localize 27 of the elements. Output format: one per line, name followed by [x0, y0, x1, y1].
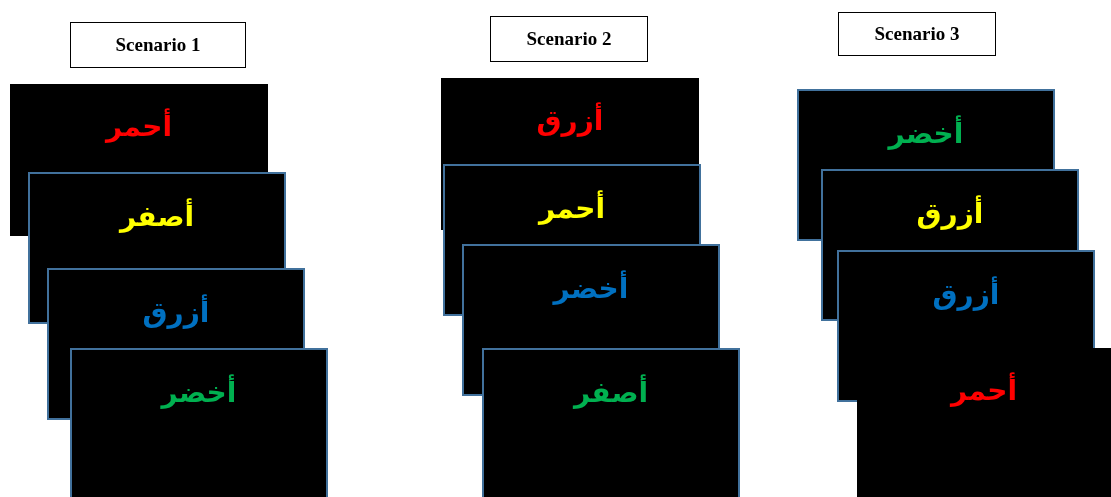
scenario-label: Scenario 2	[490, 16, 648, 62]
color-word: أخضر	[159, 376, 238, 409]
color-word: أزرق	[915, 197, 985, 230]
color-word: أصفر	[117, 200, 196, 233]
color-word: أزرق	[931, 278, 1001, 311]
color-word: أحمر	[536, 192, 606, 225]
color-word: أخضر	[886, 117, 965, 150]
color-word: أحمر	[103, 110, 173, 143]
stimulus-card	[28, 172, 286, 268]
color-word: أزرق	[535, 104, 605, 137]
stimulus-card	[443, 164, 701, 244]
scenario-label: Scenario 3	[838, 12, 996, 56]
color-word: أصفر	[571, 376, 650, 409]
stimulus-card	[821, 169, 1079, 250]
stimulus-card	[47, 268, 305, 348]
stimulus-card	[857, 348, 1111, 497]
stimulus-card	[482, 348, 740, 497]
color-word: أخضر	[551, 272, 630, 305]
scenario-label: Scenario 1	[70, 22, 246, 68]
stimulus-card	[837, 250, 1095, 348]
color-word: أحمر	[948, 374, 1018, 407]
stimulus-card	[70, 348, 328, 497]
stimulus-card	[462, 244, 720, 348]
stimulus-card	[10, 84, 268, 172]
stimulus-card	[441, 78, 699, 164]
color-word: أزرق	[141, 296, 211, 329]
stimulus-card	[797, 89, 1055, 169]
